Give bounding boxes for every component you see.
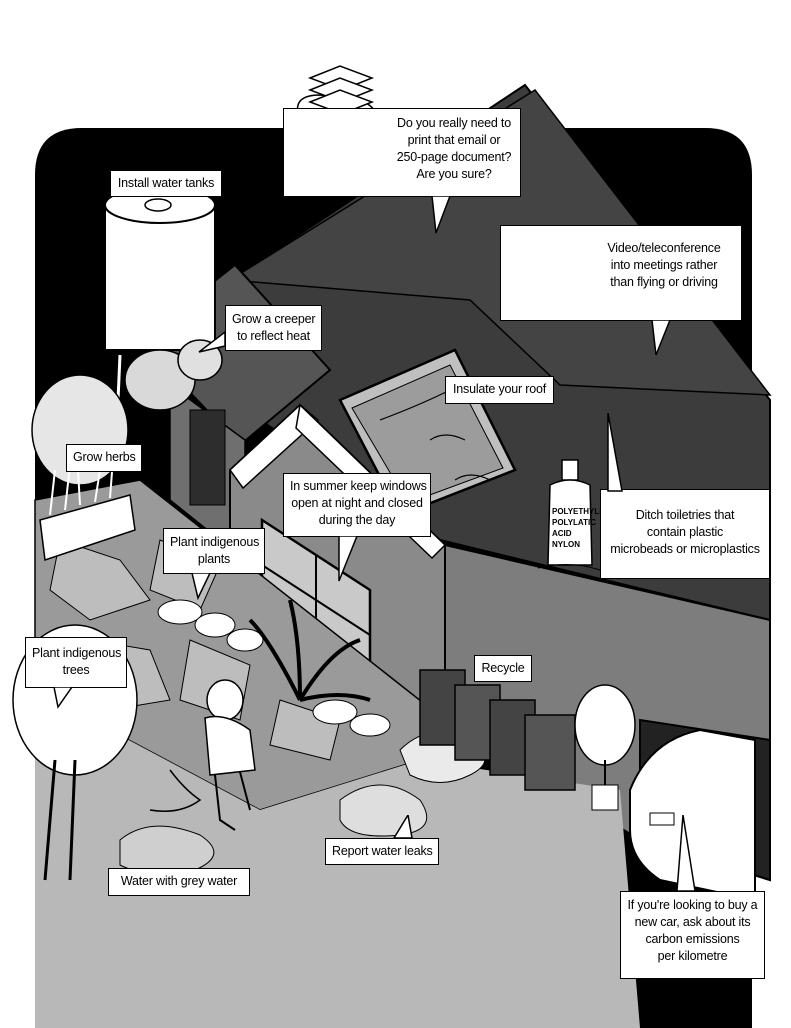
callout-recycle: Recycle [474, 655, 532, 682]
callout-toiletries: Ditch toiletries that contain plastic mi… [600, 489, 770, 579]
bottle-label-1: POLYETHYLE [552, 507, 605, 516]
water-tank [104, 186, 216, 401]
bottle-label-3: ACID [552, 529, 572, 538]
potted-tree [574, 684, 636, 811]
callout-water-tanks-line-1: Install water tanks [117, 176, 215, 190]
callout-teleconference-line-3: than flying or driving [610, 275, 718, 289]
callout-print-line-3: 250-page document? [396, 150, 512, 164]
person-watering [149, 679, 256, 831]
callout-indigenous-plants-line-1: Plant indigenous [170, 535, 260, 549]
callout-herbs: Grow herbs [66, 444, 142, 472]
callout-recycle-line-1: Recycle [481, 661, 525, 675]
herb-planter [39, 464, 136, 562]
bottle-label-2: POLYLATIC [552, 518, 596, 527]
callout-toiletries-tail [607, 413, 623, 492]
callout-print-line-1: Do you really need to [397, 116, 511, 130]
callout-water-tanks: Install water tanks [110, 170, 222, 197]
callout-windows-tail [338, 536, 358, 582]
callout-teleconference: Video/teleconference into meetings rathe… [500, 225, 742, 321]
callout-windows-line-1: In summer keep windows [290, 479, 427, 493]
callout-water-leaks: Report water leaks [325, 838, 439, 865]
callout-car-tail [676, 815, 696, 892]
callout-print-line-2: print that email or [407, 133, 501, 147]
callout-print-line-4: Are you sure? [416, 167, 492, 181]
callout-indigenous-plants: Plant indigenous plants [163, 528, 265, 574]
callout-creeper: Grow a creeper to reflect heat [225, 305, 322, 351]
callout-grey-water-line-1: Water with grey water [120, 874, 238, 888]
callout-toiletries-line-2: contain plastic [646, 525, 724, 539]
callout-teleconference-line-2: into meetings rather [610, 258, 718, 272]
callout-indigenous-trees-line-1: Plant indigenous [32, 646, 122, 660]
callout-indigenous-plants-line-2: plants [197, 552, 231, 566]
callout-herbs-line-1: Grow herbs [73, 450, 136, 464]
callout-windows: In summer keep windows open at night and… [283, 473, 431, 537]
callout-roof-line-1: Insulate your roof [453, 382, 546, 396]
callout-toiletries-line-3: microbeads or microplastics [610, 542, 760, 556]
callout-car-line-3: carbon emissions [645, 932, 740, 946]
callout-roof: Insulate your roof [445, 376, 554, 404]
callout-teleconference-tail [651, 320, 671, 356]
callout-car-line-2: new car, ask about its [634, 915, 751, 929]
callout-car-line-4: per kilometre [657, 949, 728, 963]
callout-creeper-line-1: Grow a creeper [232, 312, 316, 326]
callout-print-tail [431, 196, 451, 234]
aloe-plant [248, 599, 371, 702]
flower-bed [157, 599, 391, 737]
callout-car-line-1: If you're looking to buy a [627, 898, 758, 912]
callout-print: Do you really need to print that email o… [283, 108, 521, 197]
callout-windows-line-3: during the day [318, 513, 396, 527]
toiletry-bottle: POLYETHYLE POLYLATIC ACID NYLON [537, 459, 605, 571]
callout-water-leaks-tail [392, 815, 413, 839]
callout-indigenous-trees: Plant indigenous trees [25, 637, 127, 688]
callout-car: If you're looking to buy a new car, ask … [620, 891, 765, 979]
callout-creeper-tail [198, 330, 226, 353]
callout-indigenous-trees-line-2: trees [62, 663, 90, 677]
callout-indigenous-trees-tail [53, 687, 73, 709]
callout-teleconference-line-1: Video/teleconference [607, 241, 721, 255]
callout-indigenous-plants-tail [191, 573, 211, 601]
callout-windows-line-2: open at night and closed [291, 496, 423, 510]
callout-grey-water: Water with grey water [108, 868, 250, 896]
recycle-bins [419, 669, 576, 791]
bottle-label-4: NYLON [552, 540, 580, 549]
callout-water-leaks-line-1: Report water leaks [332, 844, 433, 858]
callout-creeper-line-2: to reflect heat [237, 329, 310, 343]
car [629, 728, 756, 902]
callout-toiletries-line-1: Ditch toiletries that [635, 508, 735, 522]
